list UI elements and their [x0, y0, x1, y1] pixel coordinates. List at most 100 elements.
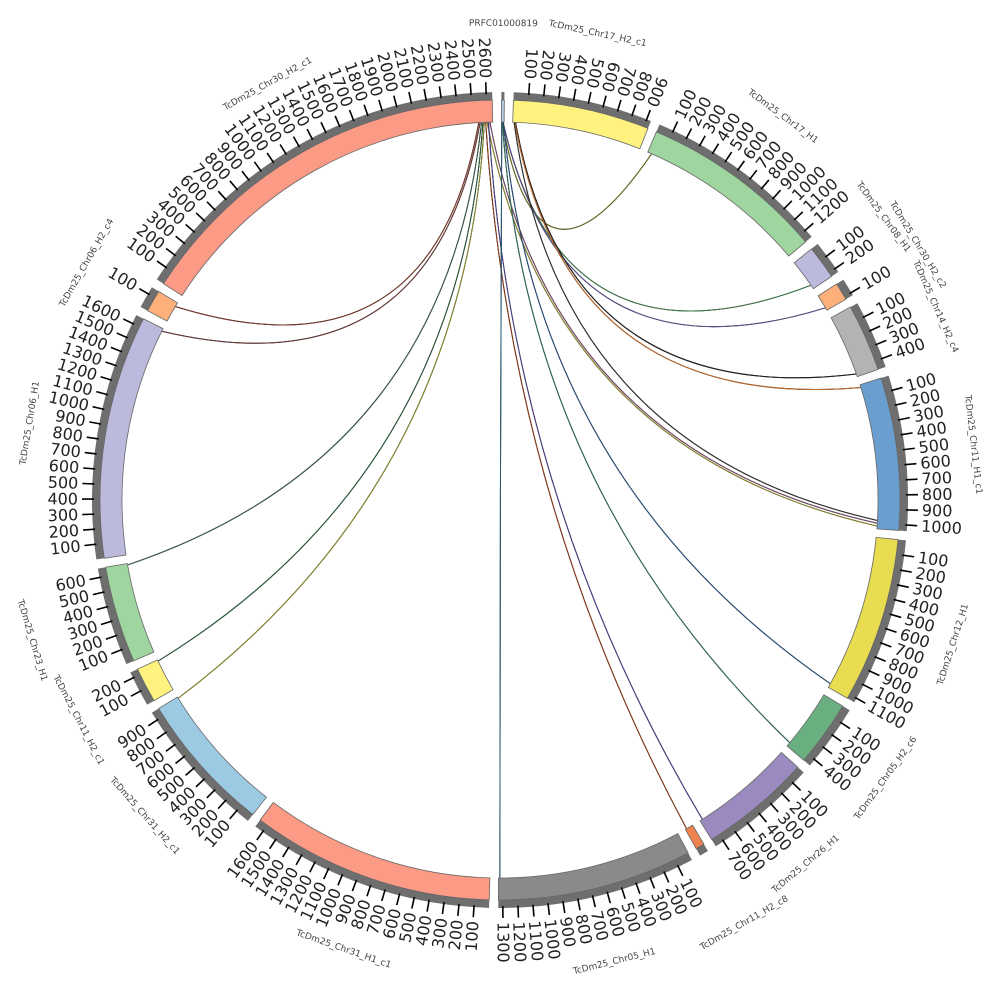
segment-arc[interactable] — [859, 377, 901, 531]
segment-arc[interactable] — [147, 290, 179, 322]
segment-arc[interactable] — [817, 283, 847, 311]
segment-arc[interactable] — [512, 99, 649, 150]
tick-label: 800 — [51, 423, 84, 446]
tick-mark — [411, 896, 416, 909]
segment-arc[interactable] — [497, 833, 689, 901]
tick-mark — [824, 249, 836, 258]
link-PRFC01000819-TcDm25_Chr17_H1[interactable] — [501, 121, 653, 230]
segment-TcDm25_Chr30_H2_c1[interactable]: 1002003004005006007008009001000110012001… — [123, 37, 495, 297]
link-PRFC01000819-TcDm25_Chr05_H1[interactable] — [499, 122, 503, 879]
link-TcDm25_Chr17_H2_c1-TcDm25_Chr11_H1_c1[interactable] — [513, 122, 878, 521]
link-TcDm25_Chr17_H2_c1-TcDm25_Chr11_H1_c1[interactable] — [514, 122, 861, 391]
segment-arc[interactable] — [105, 563, 155, 662]
segment-TcDm25_Chr11_H2_c8[interactable] — [684, 824, 708, 856]
link-TcDm25_Chr30_H2_c1-TcDm25_Chr26_H1[interactable] — [488, 122, 703, 820]
tick-mark — [893, 598, 906, 604]
tick-mark — [395, 893, 401, 906]
segment-arc[interactable] — [684, 824, 705, 850]
tick-mark — [698, 135, 706, 147]
tick-mark — [334, 115, 341, 128]
tick-mark — [635, 882, 641, 895]
segment-arc[interactable] — [793, 248, 833, 290]
segment-TcDm25_Chr05_H1[interactable]: 1002003004005006007008009001000110012001… — [493, 833, 706, 963]
tick-mark — [268, 838, 277, 850]
segment-PRFC01000819[interactable] — [500, 92, 505, 123]
link-TcDm25_Chr17_H2_c1-TcDm25_Chr14_H2_c4[interactable] — [515, 122, 857, 379]
tick-mark — [279, 144, 288, 156]
tick-mark — [587, 91, 592, 104]
tick-label: 100 — [49, 536, 81, 558]
tick-mark — [904, 462, 917, 466]
segment-arc[interactable] — [827, 536, 899, 699]
tick-mark — [822, 745, 833, 755]
segment-arc[interactable] — [162, 99, 494, 297]
link-PRFC01000819-TcDm25_Chr05_H2_c6[interactable] — [501, 121, 791, 744]
segment-TcDm25_Chr06_H1[interactable]: 1002003004005006007008009001000110012001… — [47, 291, 164, 560]
link-TcDm25_Chr30_H2_c1-TcDm25_Chr11_H2_c1[interactable] — [157, 122, 484, 662]
link-TcDm25_Chr30_H2_c1-TcDm25_Chr11_H2_c8[interactable] — [485, 122, 688, 829]
tick-label: 900 — [556, 915, 580, 948]
segment-name-label: TcDm25_Chr11_H2_c8 — [698, 894, 791, 953]
tick-mark — [363, 104, 369, 117]
tick-mark — [830, 733, 842, 743]
link-TcDm25_Chr30_H2_c1-TcDm25_Chr06_H2_c4[interactable] — [175, 122, 480, 326]
tick-mark — [649, 876, 656, 889]
tick-mark — [527, 82, 531, 96]
link-TcDm25_Chr30_H2_c1-TcDm25_Chr11_H1_c1[interactable] — [486, 122, 878, 527]
link-PRFC01000819-TcDm25_Chr12_H1[interactable] — [502, 121, 831, 685]
segment-arc[interactable] — [136, 659, 174, 702]
link-TcDm25_Chr30_H2_c1-TcDm25_Chr23_H1[interactable] — [127, 122, 483, 566]
tick-label: 1100 — [525, 920, 547, 962]
segment-band — [255, 820, 490, 908]
tick-mark — [457, 903, 460, 916]
tick-label: 500 — [47, 473, 78, 493]
tick-label: 100 — [520, 48, 541, 80]
segment-band — [850, 303, 886, 370]
tick-mark — [862, 311, 874, 319]
tick-mark — [890, 386, 903, 392]
link-PRFC01000819-TcDm25_Chr30_H2_c2[interactable] — [502, 121, 826, 328]
tick-mark — [89, 576, 102, 581]
segment-arc[interactable] — [259, 801, 491, 901]
link-outline — [157, 122, 484, 662]
segment-band — [92, 315, 144, 560]
tick-label: 1000 — [540, 918, 564, 961]
segment-arc[interactable] — [99, 318, 164, 559]
link-TcDm25_Chr30_H2_c1-TcDm25_Chr06_H1[interactable] — [161, 122, 481, 344]
segment-name-label: PRFC01000819 — [469, 19, 538, 29]
segment-TcDm25_Chr31_H1_c1[interactable]: 1002003004005006007008009001000110012001… — [223, 801, 491, 952]
tick-mark — [542, 84, 546, 97]
segment-name-label: TcDm25_Chr11_H1_c1 — [962, 393, 984, 494]
link-TcDm25_Chr30_H2_c1-TcDm25_Chr11_H1_c1[interactable] — [489, 122, 878, 524]
tick-label: 200 — [536, 49, 558, 81]
segment-band — [140, 287, 159, 311]
link-TcDm25_Chr30_H2_c1-TcDm25_Chr31_H2_c1[interactable] — [177, 122, 485, 699]
tick-mark — [229, 180, 239, 191]
tick-mark — [884, 627, 897, 633]
tick-label: 500 — [918, 435, 951, 458]
segment-arc[interactable] — [699, 751, 799, 841]
segment-arc[interactable] — [830, 306, 879, 378]
segment-arc[interactable] — [786, 694, 844, 761]
tick-mark — [861, 683, 873, 691]
tick-label: 200 — [914, 563, 947, 587]
tick-mark — [557, 86, 562, 99]
segment-arc[interactable] — [158, 696, 268, 816]
tick-label: 2500 — [458, 38, 480, 80]
tick-mark — [111, 648, 123, 655]
tick-mark — [889, 613, 902, 619]
tick-mark — [631, 104, 637, 117]
tick-mark — [547, 903, 551, 916]
segment-arc[interactable] — [500, 99, 505, 123]
tick-mark — [791, 781, 802, 792]
segment-arc[interactable] — [647, 131, 807, 257]
link-outline — [501, 121, 791, 744]
